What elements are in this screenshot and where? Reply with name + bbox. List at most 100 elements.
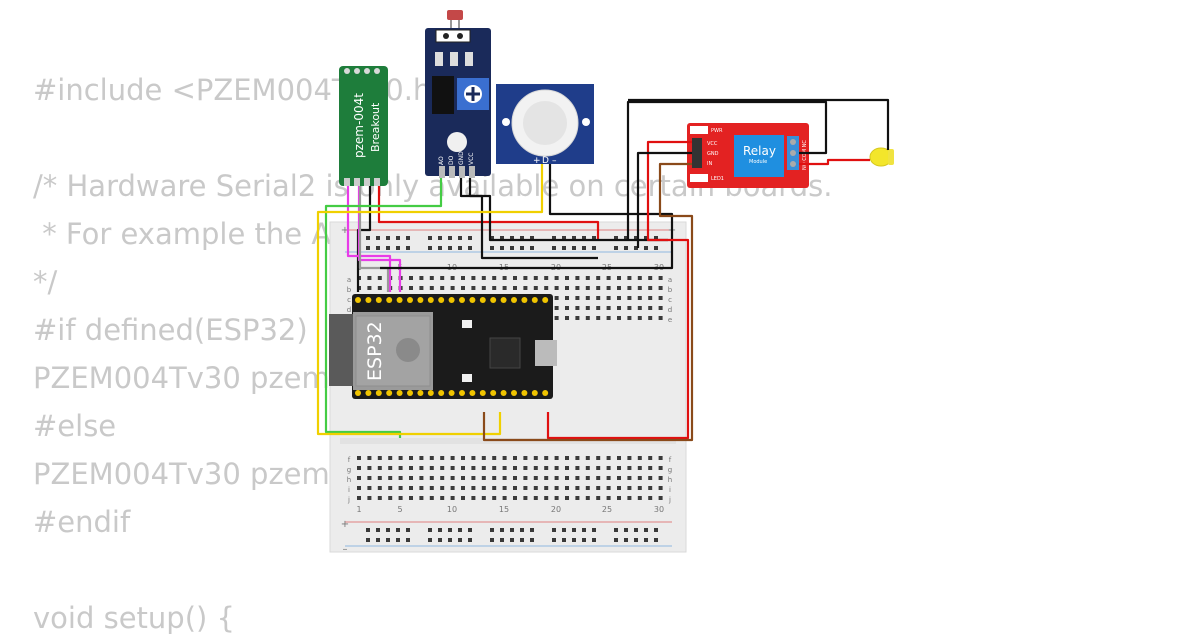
breadboard-hole[interactable] [396,236,400,240]
breadboard-hole[interactable] [376,246,380,250]
breadboard-hole[interactable] [562,528,566,532]
esp32-pin[interactable] [490,297,497,303]
breadboard-hole[interactable] [617,316,621,320]
breadboard-hole[interactable] [596,476,601,480]
esp32-pin[interactable] [407,390,413,396]
breadboard-hole[interactable] [357,496,361,500]
relay-module[interactable]: PWR LED1 VCC GND IN Relay Module NO COM … [687,123,809,188]
breadboard-hole[interactable] [627,486,632,490]
breadboard-hole[interactable] [585,466,590,470]
breadboard-hole[interactable] [481,456,486,460]
breadboard-hole[interactable] [523,466,528,470]
breadboard-hole[interactable] [419,476,424,480]
breadboard-hole[interactable] [585,496,590,500]
breadboard-hole[interactable] [606,456,611,460]
esp32-pin[interactable] [427,390,434,396]
breadboard-hole[interactable] [513,486,517,490]
breadboard-hole[interactable] [533,496,538,500]
esp32-pin[interactable] [386,297,393,303]
esp32-pin[interactable] [355,390,361,396]
breadboard-hole[interactable] [377,286,382,290]
breadboard-hole[interactable] [461,486,465,490]
breadboard-hole[interactable] [614,538,618,542]
breadboard-hole[interactable] [575,496,580,500]
breadboard-hole[interactable] [544,476,549,480]
breadboard-hole[interactable] [523,486,528,490]
breadboard-hole[interactable] [440,456,445,460]
esp32-pin[interactable] [531,297,538,303]
esp32-pin[interactable] [500,390,507,396]
breadboard-hole[interactable] [492,456,497,460]
breadboard-hole[interactable] [624,246,628,250]
breadboard-hole[interactable] [396,246,400,250]
breadboard-hole[interactable] [544,466,549,470]
breadboard-hole[interactable] [585,316,590,320]
breadboard-hole[interactable] [575,316,580,320]
breadboard-hole[interactable] [658,316,663,320]
breadboard-hole[interactable] [648,286,653,290]
breadboard-hole[interactable] [592,236,596,240]
breadboard-hole[interactable] [582,538,586,542]
breadboard-hole[interactable] [634,538,638,542]
breadboard-hole[interactable] [490,538,494,542]
breadboard-hole[interactable] [367,276,372,280]
breadboard-hole[interactable] [419,286,424,290]
breadboard-hole[interactable] [627,476,632,480]
breadboard-hole[interactable] [627,276,632,280]
breadboard-hole[interactable] [596,276,601,280]
breadboard-hole[interactable] [450,476,455,480]
breadboard-hole[interactable] [428,246,432,250]
breadboard-hole[interactable] [565,276,569,280]
breadboard-hole[interactable] [409,286,413,290]
breadboard-hole[interactable] [565,476,569,480]
breadboard-hole[interactable] [520,528,524,532]
breadboard-hole[interactable] [458,236,462,240]
esp32-pin[interactable] [511,390,517,396]
breadboard-hole[interactable] [419,496,424,500]
breadboard-hole[interactable] [533,286,538,290]
breadboard-hole[interactable] [388,466,393,470]
breadboard-hole[interactable] [648,296,653,300]
breadboard-hole[interactable] [461,456,465,460]
breadboard-hole[interactable] [606,496,611,500]
breadboard-hole[interactable] [523,286,528,290]
breadboard-hole[interactable] [377,276,382,280]
breadboard-hole[interactable] [572,246,576,250]
esp32-pin[interactable] [479,390,486,396]
breadboard-hole[interactable] [565,456,569,460]
esp32-pin[interactable] [438,297,445,303]
breadboard-hole[interactable] [471,476,476,480]
breadboard-hole[interactable] [627,286,632,290]
breadboard-hole[interactable] [648,306,653,310]
breadboard-hole[interactable] [471,276,476,280]
breadboard-hole[interactable] [575,306,580,310]
breadboard-hole[interactable] [637,486,642,490]
breadboard-hole[interactable] [357,486,361,490]
breadboard-hole[interactable] [654,528,658,532]
breadboard-hole[interactable] [438,528,442,532]
breadboard-hole[interactable] [575,286,580,290]
breadboard-hole[interactable] [510,236,514,240]
breadboard-hole[interactable] [450,456,455,460]
breadboard-hole[interactable] [438,538,442,542]
breadboard-hole[interactable] [533,456,538,460]
esp32-pin[interactable] [521,390,528,396]
esp32-pin[interactable] [448,297,455,303]
esp32-pin[interactable] [396,297,403,303]
breadboard-hole[interactable] [606,476,611,480]
breadboard-hole[interactable] [396,538,400,542]
breadboard-hole[interactable] [572,528,576,532]
esp32-pin[interactable] [365,297,372,303]
breadboard-hole[interactable] [386,528,390,532]
esp32-pin[interactable] [511,297,517,303]
breadboard-hole[interactable] [440,466,445,470]
breadboard-hole[interactable] [367,466,372,470]
breadboard-hole[interactable] [502,456,507,460]
breadboard-hole[interactable] [565,496,569,500]
breadboard-hole[interactable] [585,456,590,460]
breadboard-hole[interactable] [565,486,569,490]
breadboard-hole[interactable] [617,496,621,500]
breadboard-hole[interactable] [596,286,601,290]
breadboard-hole[interactable] [658,306,663,310]
breadboard-hole[interactable] [429,496,434,500]
